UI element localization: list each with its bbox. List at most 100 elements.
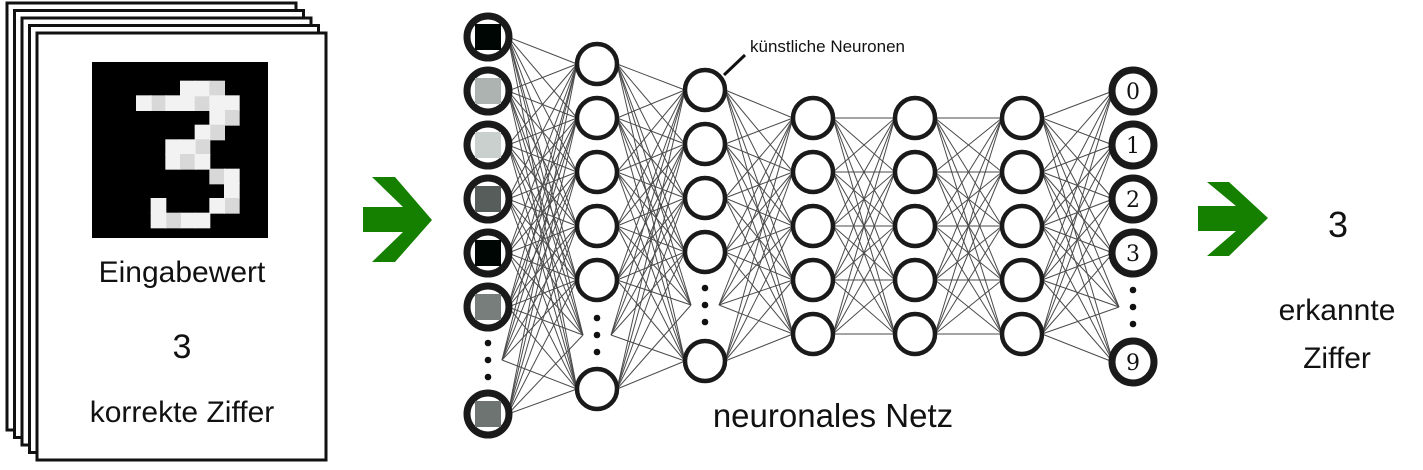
neuron-circle xyxy=(892,95,938,141)
input-activation-square xyxy=(475,78,501,104)
neuron-circle xyxy=(1108,228,1158,278)
digit-pixel xyxy=(194,139,211,155)
connection-edge xyxy=(501,279,578,361)
connection-edge xyxy=(934,117,1003,173)
connection-edge xyxy=(507,252,584,336)
neuron-circle xyxy=(682,175,728,221)
connection-edge xyxy=(1041,198,1114,335)
digit-pixel xyxy=(194,154,211,170)
ellipsis-dot xyxy=(701,301,709,309)
connection-edge xyxy=(616,63,692,306)
connection-edge xyxy=(718,304,794,335)
connection-edge xyxy=(507,36,584,336)
connection-edge xyxy=(507,63,578,254)
connection-edge xyxy=(934,225,1003,335)
input-neuron xyxy=(463,174,513,224)
digit-pixel xyxy=(209,168,225,185)
neuron-circle xyxy=(999,257,1045,303)
arrow-right-icon xyxy=(1198,182,1268,256)
connection-edge xyxy=(610,334,686,362)
connection-edge xyxy=(934,117,1003,281)
neuron-circle xyxy=(574,257,620,303)
hidden-1-neuron xyxy=(574,95,620,141)
hidden-3-neuron xyxy=(790,311,836,357)
connection-edge xyxy=(610,251,686,336)
neuron-circle xyxy=(1108,174,1158,224)
connection-edge xyxy=(501,359,578,390)
connection-edge xyxy=(832,171,896,335)
digit-pixel xyxy=(224,168,240,185)
digit-pixel xyxy=(180,95,196,111)
digit-pixel xyxy=(165,95,181,111)
connection-edge xyxy=(616,89,686,173)
ellipsis-dot xyxy=(701,318,709,326)
digit-pixel xyxy=(209,95,225,111)
digit-three-pixels xyxy=(136,80,240,229)
input-activation-square xyxy=(475,294,501,320)
input-neuron xyxy=(463,12,513,62)
connection-edge xyxy=(724,171,794,253)
input-neuron xyxy=(463,389,513,439)
input-neuron xyxy=(463,120,513,170)
neuron-circle xyxy=(682,229,728,275)
connection-edge xyxy=(501,63,578,361)
output-neuron: 0 xyxy=(1108,66,1158,116)
hidden-2-neuron xyxy=(682,175,728,221)
connection-edge xyxy=(724,89,794,119)
digit-pixel xyxy=(224,183,240,199)
hidden-5-neuron xyxy=(999,311,1045,357)
connection-edge xyxy=(616,143,686,390)
input-neuron xyxy=(463,66,513,116)
hidden-4-neuron xyxy=(892,311,938,357)
input-neuron xyxy=(463,282,513,332)
connection-edge xyxy=(616,89,686,390)
connection-edge xyxy=(507,63,578,415)
neuron-circle xyxy=(999,95,1045,141)
digit-pixel xyxy=(224,95,240,111)
connection-edge xyxy=(832,117,896,173)
connection-edge xyxy=(610,89,686,336)
connection-edge xyxy=(832,117,896,227)
hidden-1-neuron xyxy=(574,149,620,195)
digit-pixel xyxy=(224,110,240,126)
neuron-circle xyxy=(999,311,1045,357)
hidden-2-neuron xyxy=(682,229,728,275)
connection-edge xyxy=(1041,306,1120,335)
hidden-5-neuron xyxy=(999,95,1045,141)
output-neuron: 3 xyxy=(1108,228,1158,278)
connection-edge xyxy=(1041,252,1114,335)
connection-edge xyxy=(718,225,794,306)
connection-edge xyxy=(724,171,794,362)
connection-edge xyxy=(724,117,794,362)
hidden-1-neuron xyxy=(574,41,620,87)
digit-pixel xyxy=(150,212,167,229)
connection-edge xyxy=(1041,279,1120,308)
hidden-2-neuron xyxy=(682,67,728,113)
connection-edge xyxy=(1041,90,1114,335)
ellipsis-dot xyxy=(593,331,601,339)
hidden-5-neuron xyxy=(999,203,1045,249)
connection-edge xyxy=(507,306,584,336)
neuron-circle xyxy=(892,149,938,195)
neuron-circle xyxy=(1108,337,1158,387)
digit-image xyxy=(92,62,268,238)
connection-edge xyxy=(616,304,692,390)
connection-edge xyxy=(616,143,686,281)
input-value: 3 xyxy=(173,328,192,366)
neurons-annotation: künstliche Neuronen xyxy=(750,37,905,56)
output-label: 3 xyxy=(1126,242,1140,267)
connection-edge xyxy=(1041,117,1120,308)
connection-edge xyxy=(616,279,692,306)
ellipsis-dot xyxy=(1129,320,1137,328)
connection-edge xyxy=(832,279,896,335)
result-caption-line1: erkannte xyxy=(1279,294,1396,327)
connection-edge xyxy=(507,36,578,65)
connection-edge xyxy=(718,279,794,306)
neuron-circle xyxy=(574,149,620,195)
connection-edge xyxy=(501,225,578,361)
digit-pixel xyxy=(150,198,167,214)
connection-edge xyxy=(616,89,686,119)
connection-edge xyxy=(934,279,1003,335)
digit-pixel xyxy=(224,198,240,214)
